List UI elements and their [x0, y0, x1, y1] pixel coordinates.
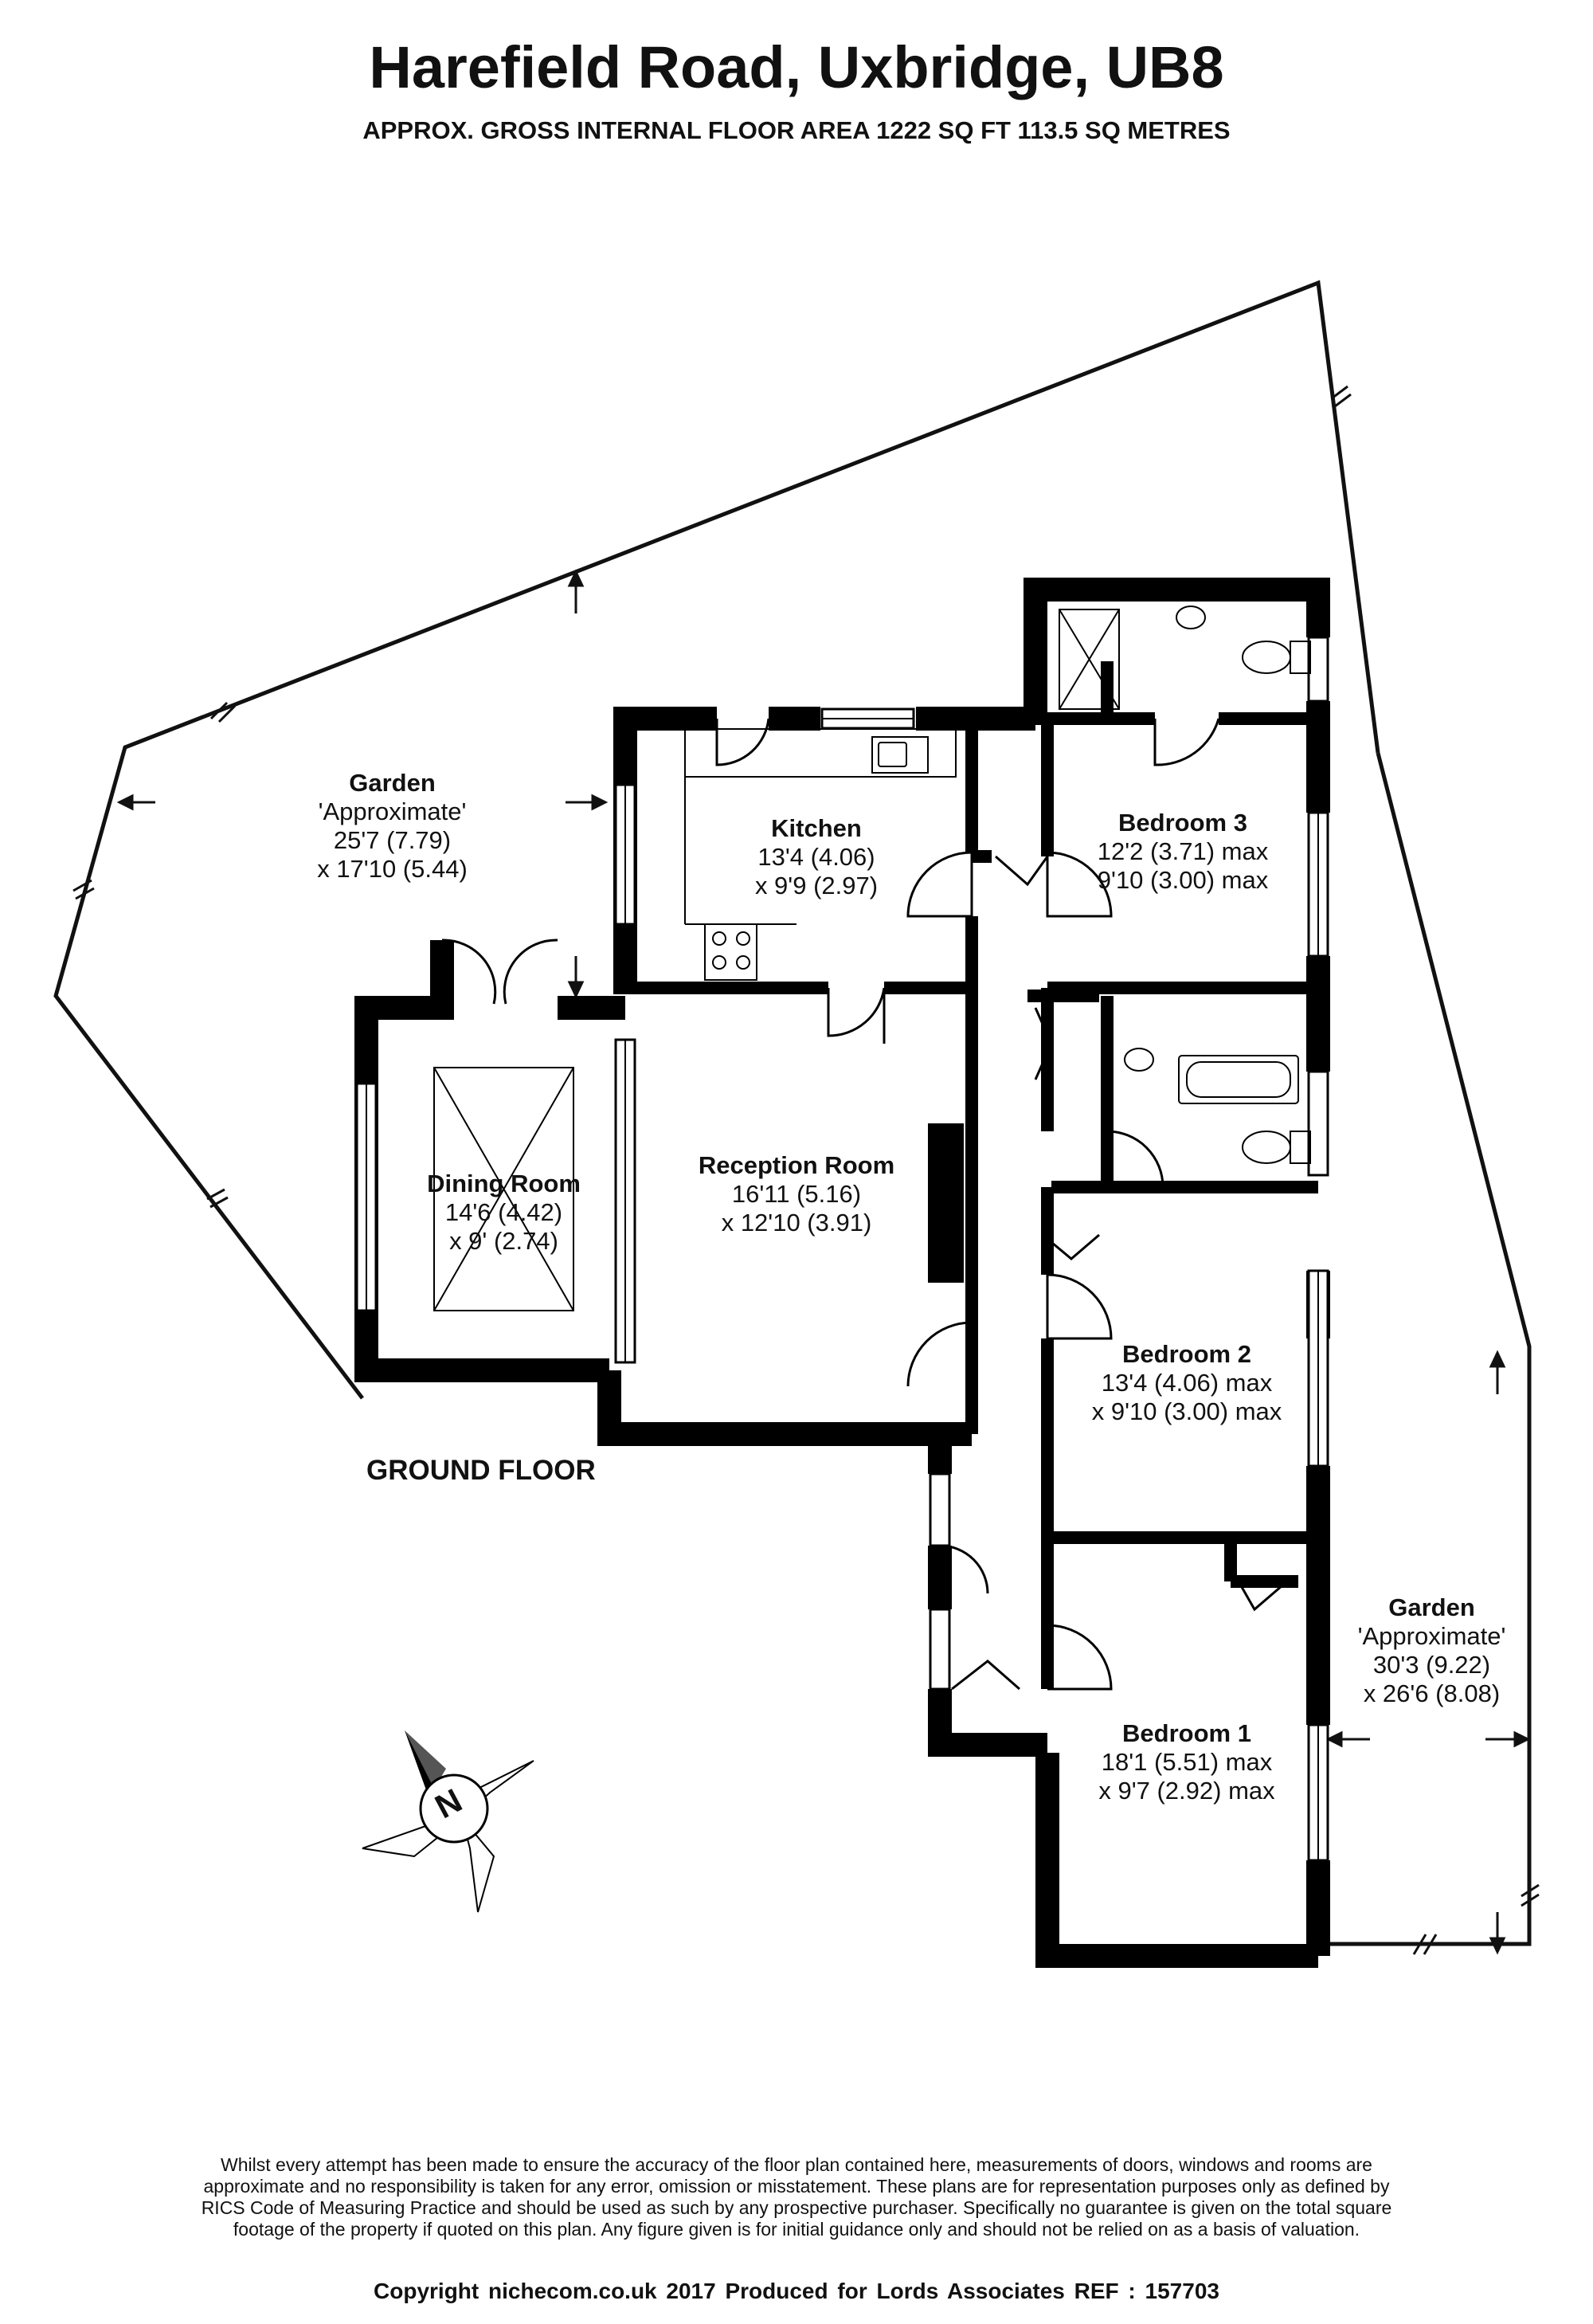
room-dining: Dining Room 14'6 (4.42) x 9' (2.74)	[427, 1170, 581, 1255]
chimney-breast	[928, 1123, 964, 1283]
room-bedroom-1: Bedroom 1 18'1 (5.51) max x 9'7 (2.92) m…	[1098, 1719, 1275, 1805]
compass-icon	[362, 1730, 534, 1913]
window-panes	[366, 718, 1319, 1860]
door-swings	[441, 718, 1283, 1691]
skylight	[433, 1067, 574, 1311]
room-garden-right: Garden 'Approximate' 30'3 (9.22) x 26'6 …	[1357, 1593, 1506, 1707]
bathroom-fittings	[1059, 605, 1311, 1164]
floor-area-subtitle: APPROX. GROSS INTERNAL FLOOR AREA 1222 S…	[362, 116, 1231, 144]
garden-left-boundary	[53, 280, 1380, 1400]
room-reception: Reception Room 16'11 (5.16) x 12'10 (3.9…	[698, 1151, 895, 1236]
room-bedroom-3: Bedroom 3 12'2 (3.71) max 9'10 (3.00) ma…	[1097, 809, 1269, 894]
dimension-arrows	[116, 569, 1531, 1955]
plan-title: Harefield Road, Uxbridge, UB8	[369, 34, 1224, 100]
footer-credits: Copyright nichecom.co.uk 2017 Produced f…	[374, 2279, 1219, 2303]
room-kitchen: Kitchen 13'4 (4.06) x 9'9 (2.97)	[754, 814, 879, 899]
room-garden-left: Garden 'Approximate' 25'7 (7.79) x 17'10…	[317, 769, 468, 883]
room-bedroom-2: Bedroom 2 13'4 (4.06) max x 9'10 (3.00) …	[1091, 1340, 1282, 1425]
floor-label: GROUND FLOOR	[366, 1455, 596, 1486]
garden-right-boundary	[1322, 752, 1532, 1946]
disclaimer-text: Whilst every attempt has been made to en…	[201, 2154, 1392, 2240]
boundary-ticks	[72, 385, 1540, 1955]
kitchen-fittings	[684, 728, 957, 981]
